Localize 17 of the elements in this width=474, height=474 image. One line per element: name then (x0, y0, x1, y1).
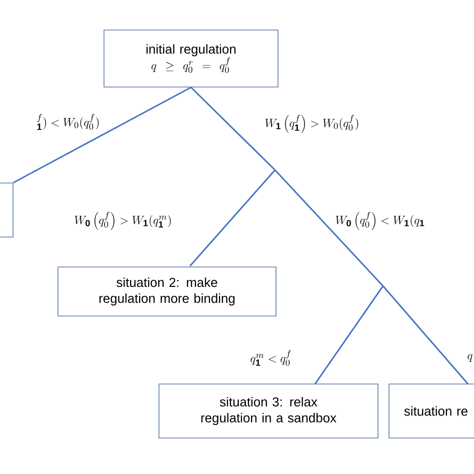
edge-label: $q_{\mathbf{1}}^m < q_0^f$ (249, 349, 293, 367)
edge-label: ${}_{\mathbf{1}}^{f}\bigr) < W_0(q_0^f)$ (36, 113, 101, 131)
text-box: situation re (388, 384, 474, 438)
text-box: situation 3: relax regulation in a sandbox (158, 384, 378, 438)
edge-label: $q$ (466, 353, 474, 363)
branch-line (189, 170, 276, 266)
condition-label: $W_{\mathbf{0}}\left(q_0^f\right) < W_{\mathbf{1}}(q_{\mathbf{1}}$ (334, 210, 426, 232)
condition-label: $W_{\mathbf{1}}\left(q_{\mathbf{1}}^f\right) > W_0(q_0^f)$ (264, 114, 360, 134)
empty-box (0, 182, 14, 238)
branch-line (382, 286, 469, 384)
branch-line (314, 286, 384, 384)
text-box: situation 2: make regulation more binding (58, 266, 276, 316)
text-box: initial regulation $q \geq q_0^r = q_0^f$ (104, 30, 278, 88)
branch-line (274, 169, 384, 287)
branch-line (13, 86, 192, 184)
branch-line (190, 86, 276, 171)
edge-label: $W_{\mathbf{0}}\left(q_0^f\right) > W_{\mathbf{1}}(q_{\mathbf{1}}^m)$ (73, 210, 173, 232)
